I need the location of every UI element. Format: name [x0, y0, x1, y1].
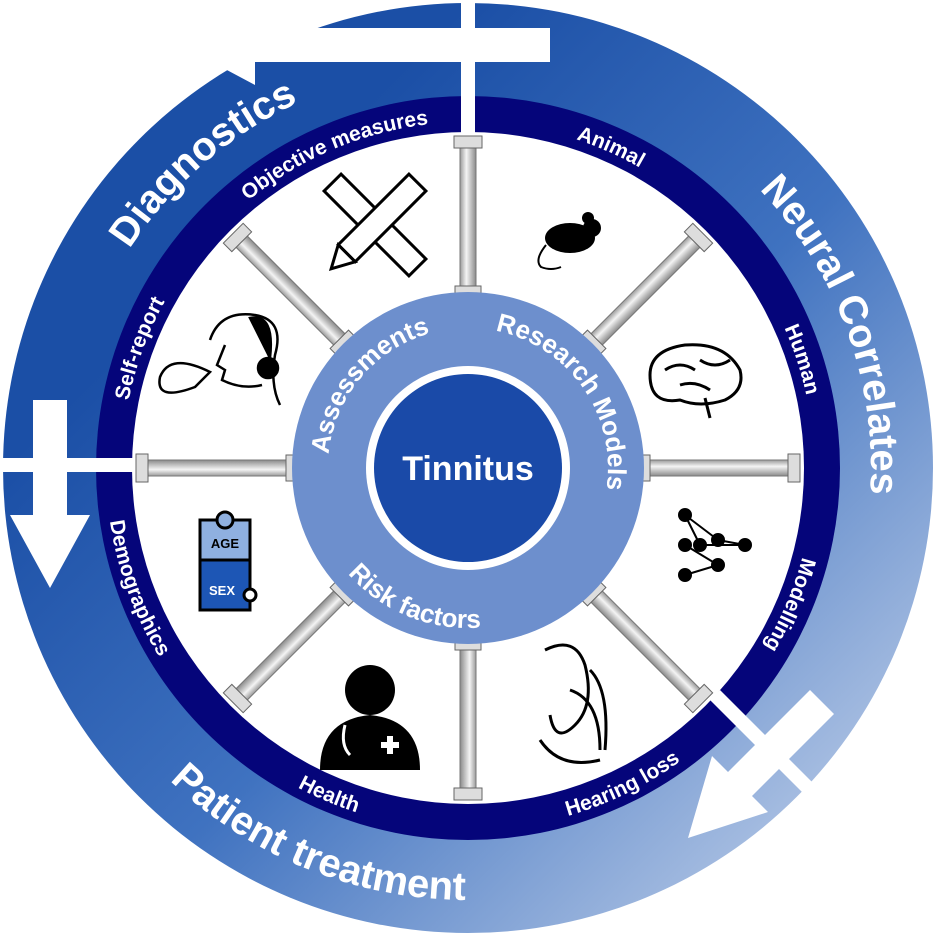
left-divider [0, 458, 135, 472]
ruler-pencil-icon [321, 171, 429, 279]
center-label: Tinnitus [402, 450, 534, 488]
mouse-icon [537, 212, 601, 270]
pillar [135, 453, 297, 483]
doctor-icon [320, 665, 420, 770]
pillar [453, 135, 483, 297]
center-circle [374, 374, 562, 562]
puzzle-age-label: AGE [211, 536, 240, 551]
pillar [579, 579, 714, 714]
ear-hand-icon [538, 643, 608, 764]
face-speech-icon [158, 313, 282, 406]
puzzle-icon: AGE SEX [198, 510, 258, 612]
network-icon [678, 508, 752, 582]
arrow-down-left-icon [688, 690, 834, 838]
top-divider [461, 0, 475, 135]
arrow-down-icon [10, 400, 90, 588]
arrow-left-icon [180, 5, 550, 85]
puzzle-sex-label: SEX [209, 583, 235, 598]
brain-icon [648, 343, 743, 419]
